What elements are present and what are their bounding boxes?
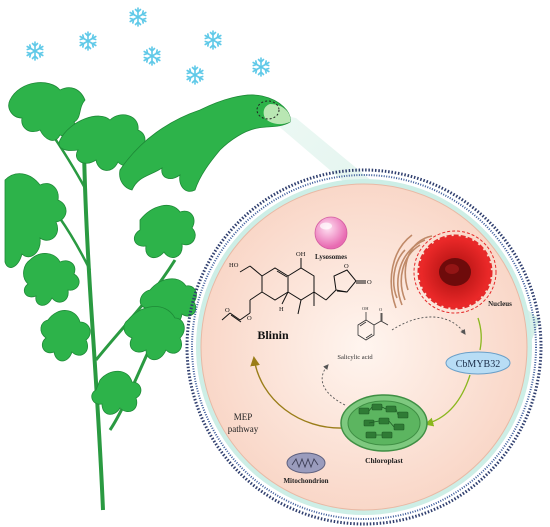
atom-label: O — [247, 315, 252, 322]
atom-label: O — [344, 263, 349, 270]
atom-label: O — [367, 279, 372, 286]
leaf — [91, 370, 142, 415]
mitochondrion-label: Mitochondrion — [283, 477, 328, 485]
chloroplast-label: Chloroplast — [365, 456, 403, 465]
blinin-structure — [221, 258, 366, 323]
leaf — [119, 94, 291, 192]
plant-illustration — [4, 82, 291, 511]
snowflake-icon — [26, 41, 44, 61]
cbmyb32-label: CbMYB32 — [456, 359, 500, 370]
salicylic-acid-structure — [357, 312, 389, 341]
mep-pathway-arrow — [250, 356, 346, 429]
blinin-atoms: OH HO H O O O O — [225, 251, 372, 322]
chloroplast — [340, 394, 428, 452]
leaf — [40, 310, 91, 362]
salicylic-to-cbmyb32-arrow — [391, 316, 466, 335]
snowflake-icon — [79, 31, 97, 51]
atom-label: HO — [229, 262, 239, 269]
plant-stem — [82, 149, 105, 511]
leaf — [23, 253, 80, 306]
nucleus-to-cbmyb32-arrow — [477, 317, 482, 351]
cbmyb32-node — [445, 351, 511, 375]
atom-label: OH — [296, 251, 306, 258]
snowflake-icon — [143, 46, 161, 66]
salicylic-atoms: OH O — [362, 306, 383, 312]
zoom-origin-marker — [256, 100, 280, 120]
atom-label: O — [379, 307, 383, 312]
snowflake-icon — [204, 30, 222, 50]
plant-cell — [185, 168, 543, 526]
nucleus-label: Nucleus — [488, 300, 512, 308]
blinin-label: Blinin — [257, 328, 289, 342]
mep-label-line2: pathway — [228, 424, 259, 434]
endoplasmic-reticulum — [390, 234, 433, 309]
mep-label-line1: MEP — [234, 412, 253, 422]
snowflakes — [26, 7, 270, 85]
cbmyb32-to-chloroplast-arrow — [424, 374, 471, 427]
atom-label: H — [279, 306, 284, 313]
chloroplast-to-salicylic-arrow — [321, 364, 346, 406]
snowflake-icon — [252, 57, 270, 77]
lysosomes-label: Lysosomes — [315, 253, 347, 261]
leaf — [123, 306, 185, 361]
lysosome — [314, 216, 348, 250]
leaf — [133, 204, 196, 259]
snowflake-icon — [129, 7, 147, 27]
leaf — [4, 173, 67, 268]
mitochondrion — [286, 452, 326, 474]
salicylic-acid-label: Salicylic acid — [337, 354, 373, 361]
thylakoids — [358, 403, 409, 439]
nucleus — [390, 230, 497, 314]
atom-label: OH — [362, 306, 369, 311]
snowflake-icon — [186, 65, 204, 85]
atom-label: O — [225, 307, 230, 314]
